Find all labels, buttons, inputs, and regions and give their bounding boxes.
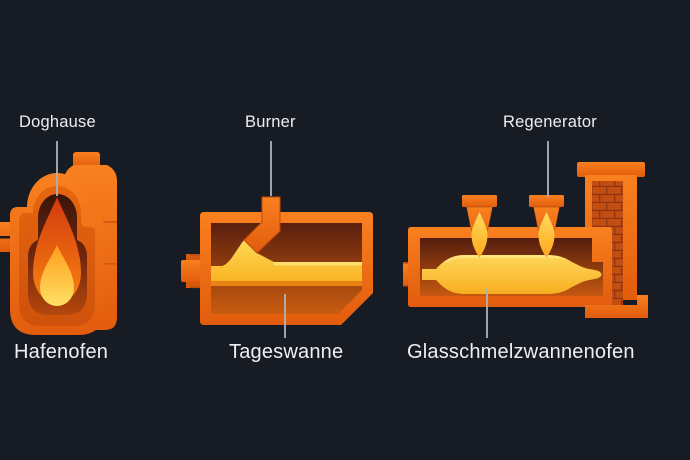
- tank-furnace-glass-highlight: [444, 255, 566, 263]
- pot-furnace-illustration: [0, 152, 117, 335]
- callout-regenerator-label: Regenerator: [503, 113, 597, 131]
- tank-furnace-illustration: [403, 162, 648, 318]
- day-tank-illustration: [181, 196, 373, 325]
- burner-flame: [471, 212, 488, 258]
- leader-line-day-tank: [284, 294, 286, 338]
- callout-doghouse-label: Doghause: [19, 113, 96, 131]
- day-tank-burner-pipe: [243, 196, 281, 254]
- day-tank-glass-shade: [211, 281, 362, 286]
- wall-seam: [190, 286, 200, 289]
- tank-left-notch: [403, 263, 411, 286]
- regenerator-foot: [585, 295, 648, 318]
- leader-line-regenerator: [547, 141, 549, 197]
- tank-furnace-name: Glasschmelzwannenofen: [407, 341, 635, 363]
- leader-line-doghouse: [56, 141, 58, 196]
- pot-furnace-ledge: [0, 222, 13, 252]
- pot-furnace-name: Hafenofen: [14, 341, 109, 363]
- burner-flame: [538, 212, 555, 258]
- burner-nozzle: [529, 195, 564, 258]
- wall-seam: [190, 254, 200, 256]
- day-tank-name: Tageswanne: [229, 341, 344, 363]
- tank-furnace-molten-glass: [422, 255, 602, 294]
- regenerator-cap: [577, 162, 645, 177]
- callout-burner-label: Burner: [245, 113, 296, 131]
- burner-nozzle: [462, 195, 497, 258]
- day-tank-molten-glass: [211, 240, 362, 281]
- pot-furnace-flame-inner: [40, 245, 74, 306]
- day-tank-glass-highlight: [274, 262, 362, 266]
- leader-line-burner: [270, 141, 272, 196]
- wall-seam: [403, 262, 411, 264]
- leader-line-tank-furnace: [486, 288, 488, 338]
- wall-seam: [403, 285, 411, 287]
